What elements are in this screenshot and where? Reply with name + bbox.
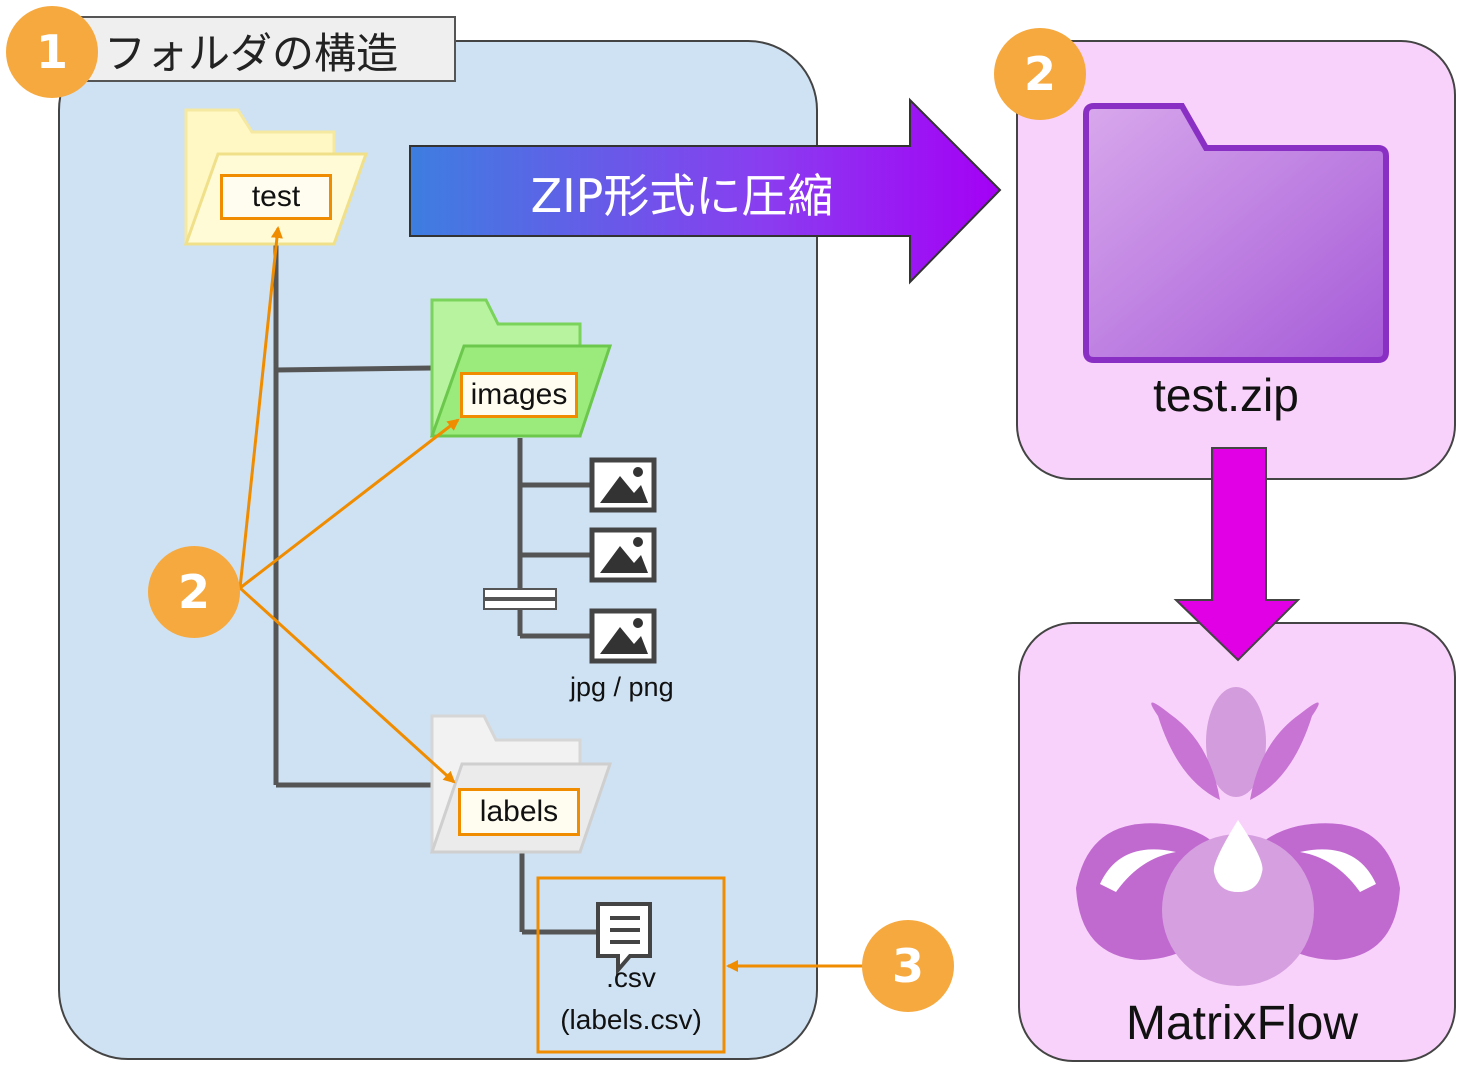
section-title-box bbox=[70, 16, 456, 82]
step-badge-2-right: 2 bbox=[994, 28, 1086, 120]
step-badge-1: 1 bbox=[6, 6, 98, 98]
pointer-arrows bbox=[238, 226, 864, 972]
folder-label-labels: labels bbox=[458, 788, 580, 836]
image-file-icon-3 bbox=[589, 608, 657, 664]
matrixflow-logo-icon bbox=[1076, 687, 1400, 986]
csv-filename: (labels.csv) bbox=[560, 1004, 702, 1035]
upload-arrow bbox=[1173, 447, 1301, 662]
ellipsis-marker bbox=[483, 588, 557, 610]
tree-lines bbox=[273, 240, 596, 935]
folder-label-images: images bbox=[460, 372, 578, 418]
app-name: MatrixFlow bbox=[1125, 997, 1358, 1050]
compress-arrow-text: ZIP形式に圧縮 bbox=[530, 169, 834, 223]
compress-arrow bbox=[409, 97, 1002, 285]
csv-extension: .csv bbox=[606, 962, 656, 993]
step-badge-3: 3 bbox=[862, 920, 954, 1012]
folder-label-test: test bbox=[220, 174, 332, 220]
step-badge-2-left: 2 bbox=[148, 546, 240, 638]
csv-document-icon bbox=[596, 902, 652, 976]
image-file-icon-1 bbox=[589, 457, 657, 513]
section-title: フォルダの構造 bbox=[104, 29, 399, 78]
image-file-icon-2 bbox=[589, 527, 657, 583]
zip-folder-icon bbox=[1083, 103, 1389, 363]
zip-filename: test.zip bbox=[1153, 369, 1299, 421]
images-caption: jpg / png bbox=[570, 672, 674, 702]
csv-highlight-box bbox=[536, 876, 726, 1054]
